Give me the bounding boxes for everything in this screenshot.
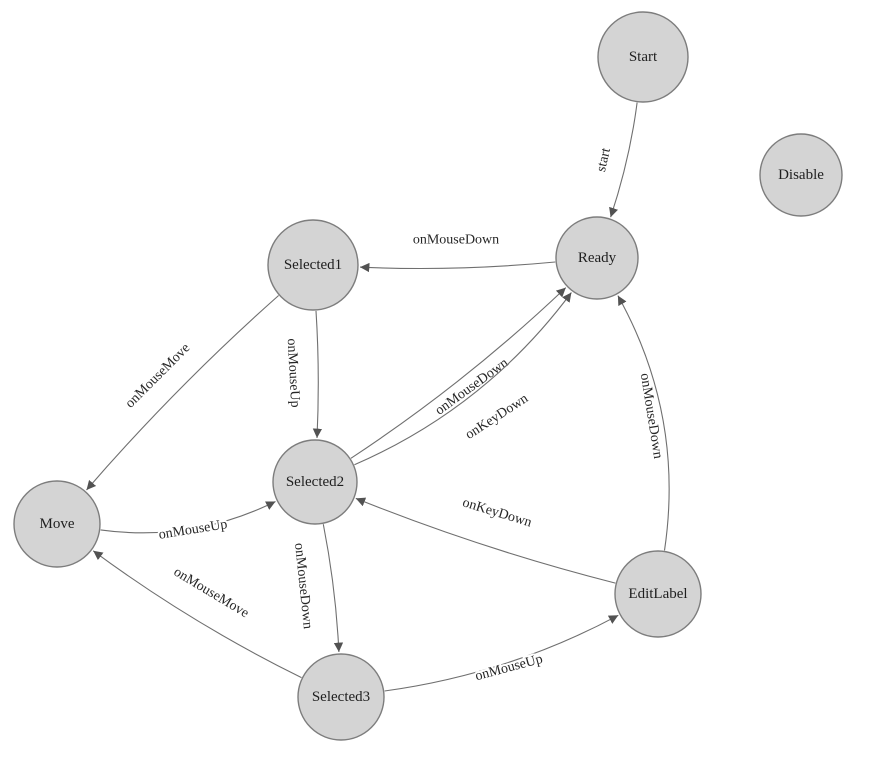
transition-label: onMouseMove — [123, 341, 194, 412]
state-label: Ready — [578, 250, 617, 266]
transition-path[interactable] — [92, 550, 302, 679]
state-label: Start — [629, 49, 658, 65]
transition-selected2-ready-onkeydown: onKeyDown — [354, 292, 572, 466]
transition-label: onMouseDown — [413, 233, 499, 248]
transition-path[interactable] — [617, 295, 670, 551]
state-label: Selected3 — [312, 689, 370, 705]
state-node-editlabel[interactable]: EditLabel — [614, 550, 702, 638]
transition-label: onMouseDown — [637, 372, 665, 460]
state-node-selected3[interactable]: Selected3 — [297, 653, 385, 741]
transition-path[interactable] — [359, 261, 556, 273]
transition-path[interactable] — [322, 524, 344, 653]
transition-label: onMouseMove — [171, 565, 251, 622]
transition-path[interactable] — [100, 501, 276, 534]
transition-path[interactable] — [384, 614, 619, 692]
transition-path[interactable] — [354, 292, 572, 466]
transition-label: onMouseUp — [158, 517, 229, 543]
transition-move-selected2-onmouseup: onMouseUp — [100, 501, 276, 545]
transition-label: onKeyDown — [463, 391, 531, 443]
transition-selected1-move-onmousemove: onMouseMove — [86, 295, 279, 491]
state-circle[interactable] — [13, 480, 101, 568]
state-circle[interactable] — [597, 11, 689, 103]
transition-path[interactable] — [86, 295, 279, 491]
state-label: EditLabel — [628, 586, 687, 602]
transition-selected3-move-onmousemove: onMouseMove — [92, 550, 302, 679]
transition-path[interactable] — [350, 287, 567, 459]
transition-start-ready-start: start — [592, 102, 638, 218]
transition-label: onMouseDown — [291, 542, 315, 629]
state-circle[interactable] — [555, 216, 639, 300]
state-node-selected2[interactable]: Selected2 — [272, 439, 358, 525]
transition-label: start — [594, 146, 614, 173]
state-circle[interactable] — [267, 219, 359, 311]
transition-path[interactable] — [312, 310, 323, 439]
state-label: Move — [40, 516, 75, 532]
transition-selected1-selected2-onmouseup: onMouseUp — [282, 310, 323, 439]
state-label: Disable — [778, 167, 824, 183]
state-circle[interactable] — [759, 133, 843, 217]
transition-label: onKeyDown — [461, 495, 534, 530]
transition-selected3-editlabel-onmouseup: onMouseUp — [384, 614, 619, 692]
transition-selected2-ready-onmousedown: onMouseDown — [350, 287, 567, 459]
transition-path[interactable] — [355, 497, 616, 584]
transition-path[interactable] — [609, 102, 638, 218]
state-circle[interactable] — [614, 550, 702, 638]
transition-ready-selected1-onmousedown: onMouseDown — [359, 231, 556, 273]
state-label: Selected1 — [284, 257, 342, 273]
state-node-start[interactable]: Start — [597, 11, 689, 103]
transition-label: onMouseUp — [284, 338, 303, 408]
transition-selected2-selected3-onmousedown: onMouseDown — [289, 524, 344, 653]
state-node-selected1[interactable]: Selected1 — [267, 219, 359, 311]
state-label: Selected2 — [286, 474, 344, 490]
state-node-move[interactable]: Move — [13, 480, 101, 568]
state-node-disable[interactable]: Disable — [759, 133, 843, 217]
transition-editlabel-ready-onmousedown: onMouseDown — [617, 295, 670, 551]
state-circle[interactable] — [297, 653, 385, 741]
state-circle[interactable] — [272, 439, 358, 525]
edges-layer: start onMouseDown onMouseUp onMouseMove onMo… — [86, 102, 670, 692]
transition-editlabel-selected2-onkeydown: onKeyDown — [355, 493, 616, 584]
state-node-ready[interactable]: Ready — [555, 216, 639, 300]
transition-label: onMouseUp — [474, 652, 545, 684]
